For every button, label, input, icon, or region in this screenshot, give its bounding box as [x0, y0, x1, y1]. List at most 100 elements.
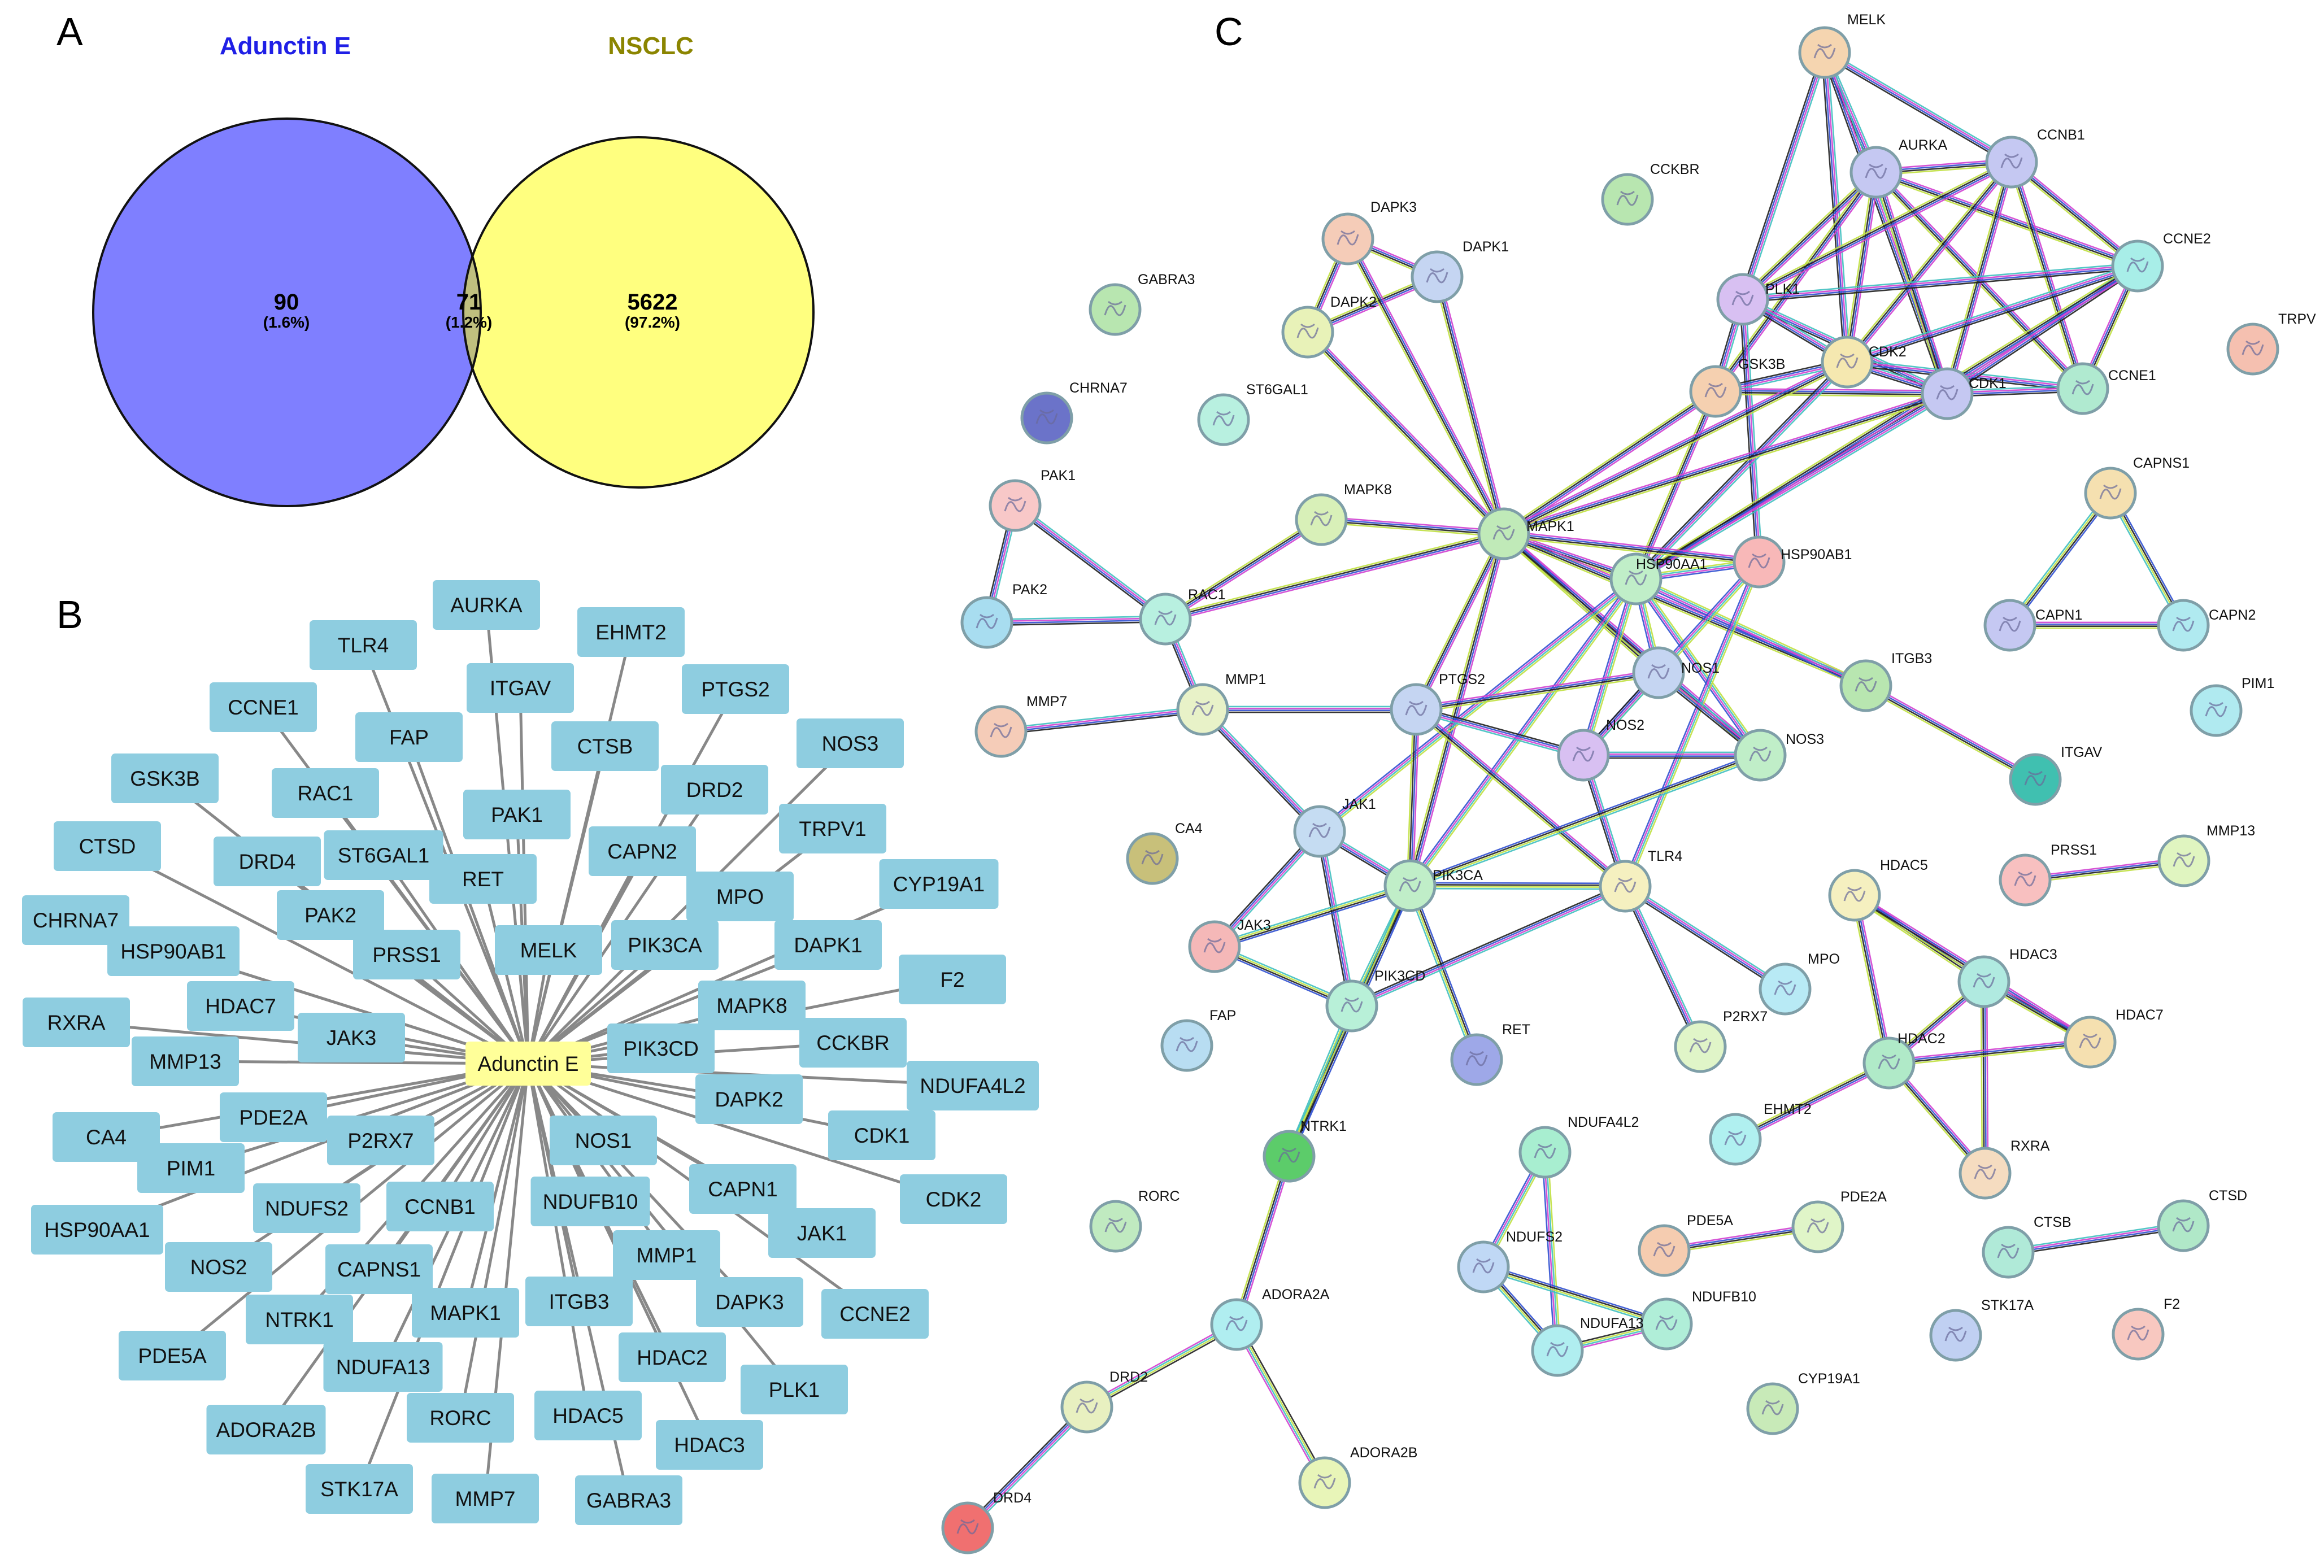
b-node-box — [525, 1277, 633, 1326]
c-edge — [1844, 159, 2014, 365]
c-edge-strand — [1416, 674, 1659, 713]
c-edge-strand — [986, 615, 1165, 621]
c-edge-strand — [1741, 52, 1825, 299]
b-node: RXRA — [23, 998, 130, 1047]
c-node-structure-icon — [1212, 411, 1235, 426]
b-node: CCNE1 — [210, 682, 317, 732]
c-node-label: HSP90AB1 — [1781, 547, 1852, 563]
b-node-box — [306, 1464, 413, 1514]
b-node: CA4 — [53, 1112, 160, 1162]
c-node-structure-icon — [1614, 877, 1637, 893]
c-edge-strand — [1415, 711, 1583, 759]
c-edge-strand — [2010, 493, 2112, 626]
b-node: P2RX7 — [327, 1116, 434, 1165]
c-node-label: PIK3CA — [1433, 868, 1483, 883]
c-edge — [965, 1404, 1090, 1531]
c-edge-strand — [1875, 172, 2138, 268]
c-node-structure-icon — [1399, 877, 1421, 892]
c-edge-strand — [1416, 669, 1659, 708]
b-node: DAPK3 — [696, 1277, 803, 1327]
c-edge-strand — [1408, 886, 1477, 1061]
c-edge — [1734, 1060, 1891, 1143]
b-node: PDE5A — [119, 1331, 226, 1380]
c-node-label: GSK3B — [1738, 356, 1785, 372]
c-edge-strand — [1876, 171, 2139, 266]
c-edge-strand — [1321, 516, 1504, 532]
b-node-label: ITGAV — [490, 677, 551, 700]
b-node-label: TRPV1 — [799, 817, 866, 840]
c-edge-strand — [1321, 520, 1504, 535]
b-node-label: PLK1 — [769, 1378, 820, 1401]
c-node-structure-icon — [1999, 616, 2021, 632]
c-node-structure-icon — [2099, 484, 2122, 500]
c-edge-strand — [1000, 708, 1203, 731]
c-node-structure-icon — [1748, 553, 1770, 569]
b-node-label: PIK3CA — [628, 934, 702, 957]
c-edge-strand — [1483, 1265, 1667, 1324]
c-node: PDE5A — [1638, 1213, 1733, 1277]
c-edge-strand — [1407, 577, 1634, 885]
c-node-label: PDE2A — [1840, 1189, 1887, 1205]
c-edge-strand — [1410, 755, 1761, 887]
panel-b-letter: B — [56, 593, 83, 637]
c-node-label: AURKA — [1899, 137, 1947, 153]
c-edge-strand — [1634, 263, 2136, 577]
c-node-structure-icon — [1341, 997, 1363, 1013]
c-node: GSK3B — [1689, 356, 1785, 418]
c-node: MELK — [1798, 12, 1886, 79]
c-node-label: PTGS2 — [1439, 672, 1485, 687]
c-node: MAPK8 — [1295, 482, 1392, 546]
c-edge-strand — [1636, 266, 2139, 581]
c-node-label: NDUFA4L2 — [1568, 1114, 1639, 1130]
b-node-box — [111, 753, 219, 803]
c-edge-strand — [1503, 390, 1716, 534]
c-edge — [1433, 276, 1508, 535]
c-edge-strand — [1849, 172, 1880, 363]
c-edge — [1634, 576, 1868, 689]
c-node: PIM1 — [2190, 676, 2274, 737]
c-node: ADORA2B — [1298, 1445, 1417, 1509]
c-edge — [1416, 669, 1659, 713]
c-edge-strand — [1889, 1042, 2091, 1065]
c-edge-strand — [1743, 164, 2013, 303]
c-edge-strand — [1637, 268, 2140, 582]
b-node-label: CTSB — [577, 735, 633, 758]
c-node: RXRA — [1959, 1138, 2050, 1200]
c-edge-strand — [1417, 705, 1585, 753]
c-edge — [1415, 705, 1585, 759]
b-node: PLK1 — [741, 1365, 848, 1414]
c-edge-strand — [2009, 163, 2136, 269]
c-node-label: EHMT2 — [1764, 1101, 1812, 1117]
b-node: PRSS1 — [353, 930, 460, 979]
c-node-structure-icon — [1296, 323, 1319, 339]
c-edge — [1874, 168, 2139, 270]
b-node: CTSB — [551, 721, 659, 771]
c-edge-strand — [1741, 171, 1876, 299]
b-center-label: Adunctin E — [478, 1052, 579, 1075]
c-edge-strand — [987, 621, 1166, 626]
c-node-structure-icon — [956, 1519, 979, 1535]
c-edge-strand — [1016, 502, 1168, 617]
c-node-label: ADORA2B — [1350, 1445, 1417, 1461]
c-edge-strand — [1848, 163, 2014, 365]
c-edge-strand — [1305, 333, 1503, 537]
b-node: MELK — [495, 925, 602, 975]
c-edge — [1739, 299, 1763, 563]
b-node-label: NTRK1 — [265, 1308, 333, 1331]
c-node-structure-icon — [2014, 871, 2036, 887]
b-node: ITGAV — [467, 663, 574, 713]
c-edge-strand — [1888, 1040, 2090, 1063]
c-edge — [1233, 1322, 1328, 1485]
b-node: CCNE2 — [821, 1289, 929, 1339]
b-node-label: MMP13 — [149, 1050, 221, 1073]
b-node-label: CAPN2 — [607, 840, 677, 863]
c-node-structure-icon — [1278, 1147, 1300, 1163]
b-node: HSP90AB1 — [107, 926, 240, 976]
c-edge-strand — [1822, 54, 2011, 165]
c-edge — [1622, 560, 1762, 888]
c-edge-strand — [1237, 1323, 1326, 1483]
c-node: HSP90AB1 — [1733, 535, 1852, 589]
c-node-label: TLR4 — [1648, 848, 1682, 864]
c-edge-strand — [1309, 329, 1507, 533]
b-node-label: DAPK2 — [715, 1088, 783, 1111]
